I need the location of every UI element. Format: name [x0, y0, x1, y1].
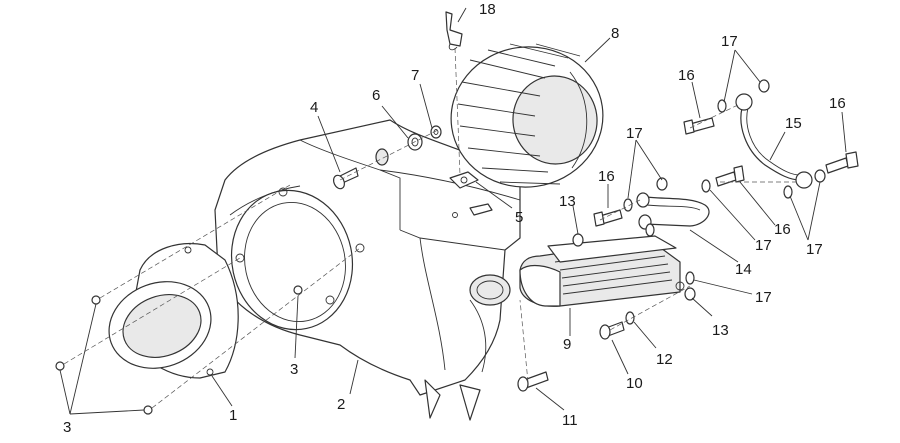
callout-17-lower: 17	[755, 289, 772, 306]
assembly-lines	[63, 47, 800, 409]
callout-3-left: 3	[63, 419, 71, 436]
washers-17	[623, 79, 826, 285]
screw-3-center	[293, 285, 303, 295]
callout-18: 18	[479, 1, 496, 18]
callout-9: 9	[563, 336, 571, 353]
callout-12: 12	[656, 351, 673, 368]
banjo-bolt-16-upper-left	[683, 117, 715, 135]
screw-3-bottom	[143, 405, 153, 415]
callout-10: 10	[626, 375, 643, 392]
callout-3-center: 3	[290, 361, 298, 378]
bolt-4	[332, 167, 359, 190]
washer-7	[430, 125, 442, 139]
oil-pipe-upper	[735, 93, 813, 189]
callout-17-right: 17	[755, 237, 772, 254]
spacer-bush-6	[375, 133, 423, 166]
cooling-fan-wheel	[450, 43, 604, 188]
callout-16-lower-right: 16	[774, 221, 791, 238]
callout-7: 7	[411, 67, 419, 84]
callout-11: 11	[562, 412, 578, 429]
callout-16-right: 16	[829, 95, 846, 112]
callout-16-middle: 16	[598, 168, 615, 185]
callout-8: 8	[611, 25, 619, 42]
callout-13-top: 13	[559, 193, 576, 210]
oil-cooler	[519, 235, 685, 307]
callout-labels: 18 8 7 6 4 5 17 16 15 16 17 16 13 16 17 …	[63, 1, 846, 436]
bolt-11	[517, 371, 549, 392]
washer-12	[625, 311, 635, 325]
callout-17-far-right: 17	[806, 241, 823, 258]
leader-lines	[59, 7, 847, 415]
bolt-10	[599, 321, 625, 340]
nut-plate	[449, 171, 493, 216]
callout-17-top: 17	[721, 33, 738, 50]
cooling-shroud-housing	[214, 119, 521, 421]
callout-2: 2	[337, 396, 345, 413]
banjo-bolt-16-middle	[593, 209, 623, 227]
callout-5: 5	[515, 209, 523, 226]
banjo-bolt-16-right	[715, 165, 745, 187]
callout-17-middle: 17	[626, 125, 643, 142]
callout-14: 14	[735, 261, 752, 278]
callout-6: 6	[372, 87, 380, 104]
callout-13-bottom: 13	[712, 322, 729, 339]
callout-1: 1	[229, 407, 237, 424]
screw-3-mid-left	[55, 361, 65, 371]
callout-15: 15	[785, 115, 802, 132]
screw-3-top-left	[91, 295, 101, 305]
callout-4: 4	[310, 99, 318, 116]
callout-16-top: 16	[678, 67, 695, 84]
oil-pipe-lower	[636, 192, 710, 230]
banjo-bolt-16-upper-right	[825, 151, 859, 174]
intake-ring	[108, 243, 239, 379]
spring-clip	[445, 11, 463, 51]
